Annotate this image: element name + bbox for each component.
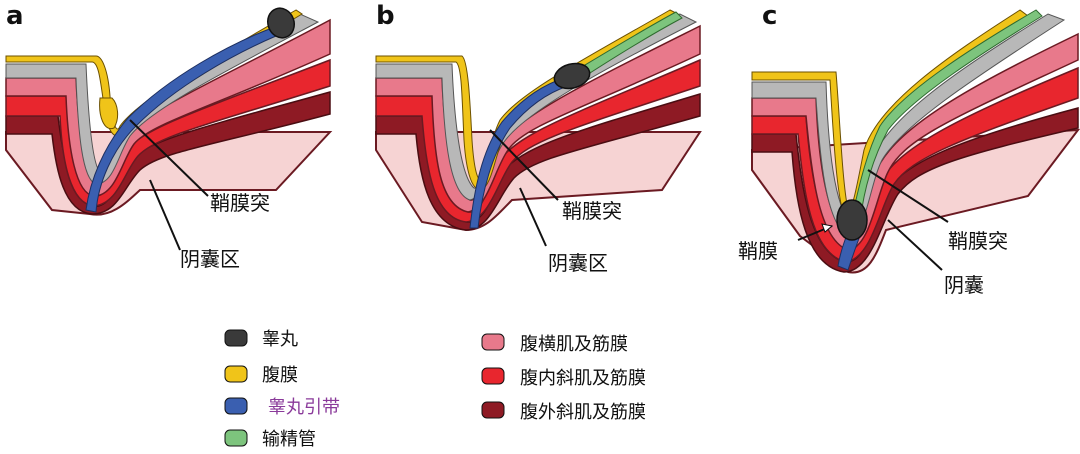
panel-c-pointer-3 [887, 219, 943, 271]
vas-deferens-swatch [224, 429, 248, 447]
legend-item-transversus: 腹横肌及筋膜 [481, 333, 628, 355]
legend-label-internal-oblique: 腹内斜肌及筋膜 [520, 368, 646, 389]
panel-c-pointer-2 [867, 169, 949, 223]
peritoneum-swatch [224, 365, 248, 383]
panel-b-label-1: 鞘膜突 [562, 199, 622, 223]
legend-label-testis: 睾丸 [262, 329, 298, 350]
legend-label-vas-deferens: 输精管 [262, 429, 316, 450]
panel-b-pointer-1 [489, 129, 559, 201]
panel-c: c 鞘膜 鞘膜突 阴囊 [738, 1, 1080, 297]
arrow-icon [821, 223, 834, 233]
panel-b-testis [553, 62, 591, 90]
panel-c-label-2: 鞘膜突 [948, 229, 1008, 253]
panel-b: b 鞘膜突 阴囊区 [375, 1, 702, 275]
panel-c-vas-deferens [851, 9, 1043, 223]
legend-item-peritoneum: 腹膜 [224, 365, 298, 386]
panel-b-label-2: 阴囊区 [548, 251, 608, 275]
panel-a-processus-vaginalis [99, 97, 119, 130]
transversus-swatch [481, 333, 505, 351]
external-oblique-swatch [481, 401, 505, 419]
legend-item-testis: 睾丸 [224, 329, 298, 350]
panel-b-vas-deferens [569, 11, 683, 83]
legend-label-transversus: 腹横肌及筋膜 [520, 334, 628, 355]
panel-a-pointer-2 [149, 179, 181, 251]
legend-item-internal-oblique: 腹内斜肌及筋膜 [481, 367, 646, 389]
legend-item-gubernaculum: 睾丸引带 [224, 397, 340, 418]
internal-oblique-swatch [481, 367, 505, 385]
panel-b-letter: b [376, 1, 395, 31]
legend-label-external-oblique: 腹外斜肌及筋膜 [520, 402, 646, 423]
legend-label-gubernaculum: 睾丸引带 [268, 397, 340, 418]
legend-item-vas-deferens: 输精管 [224, 429, 316, 450]
panel-c-testis [836, 199, 868, 241]
gubernaculum-swatch [224, 397, 248, 415]
panel-b-gray-layer [375, 13, 698, 201]
panel-a-testis [267, 7, 295, 39]
panel-a-pointer-1 [129, 119, 209, 197]
panel-a-label-2: 阴囊区 [180, 247, 240, 271]
testis-swatch [224, 329, 248, 347]
panel-b-pointer-2 [519, 187, 547, 247]
panel-c-letter: c [762, 1, 777, 31]
panel-a-label-1: 鞘膜突 [210, 191, 270, 215]
panel-c-label-1: 鞘膜 [738, 239, 778, 263]
legend: 睾丸 腹膜 睾丸引带 输精管 腹横肌及筋膜 腹内斜肌及筋膜 腹外斜肌及筋膜 [224, 329, 646, 450]
legend-label-peritoneum: 腹膜 [262, 365, 298, 386]
panel-c-label-3: 阴囊 [944, 273, 984, 297]
panel-a: a 鞘膜突 阴囊区 [5, 1, 333, 271]
panel-a-letter: a [6, 1, 24, 31]
legend-item-external-oblique: 腹外斜肌及筋膜 [481, 401, 646, 423]
